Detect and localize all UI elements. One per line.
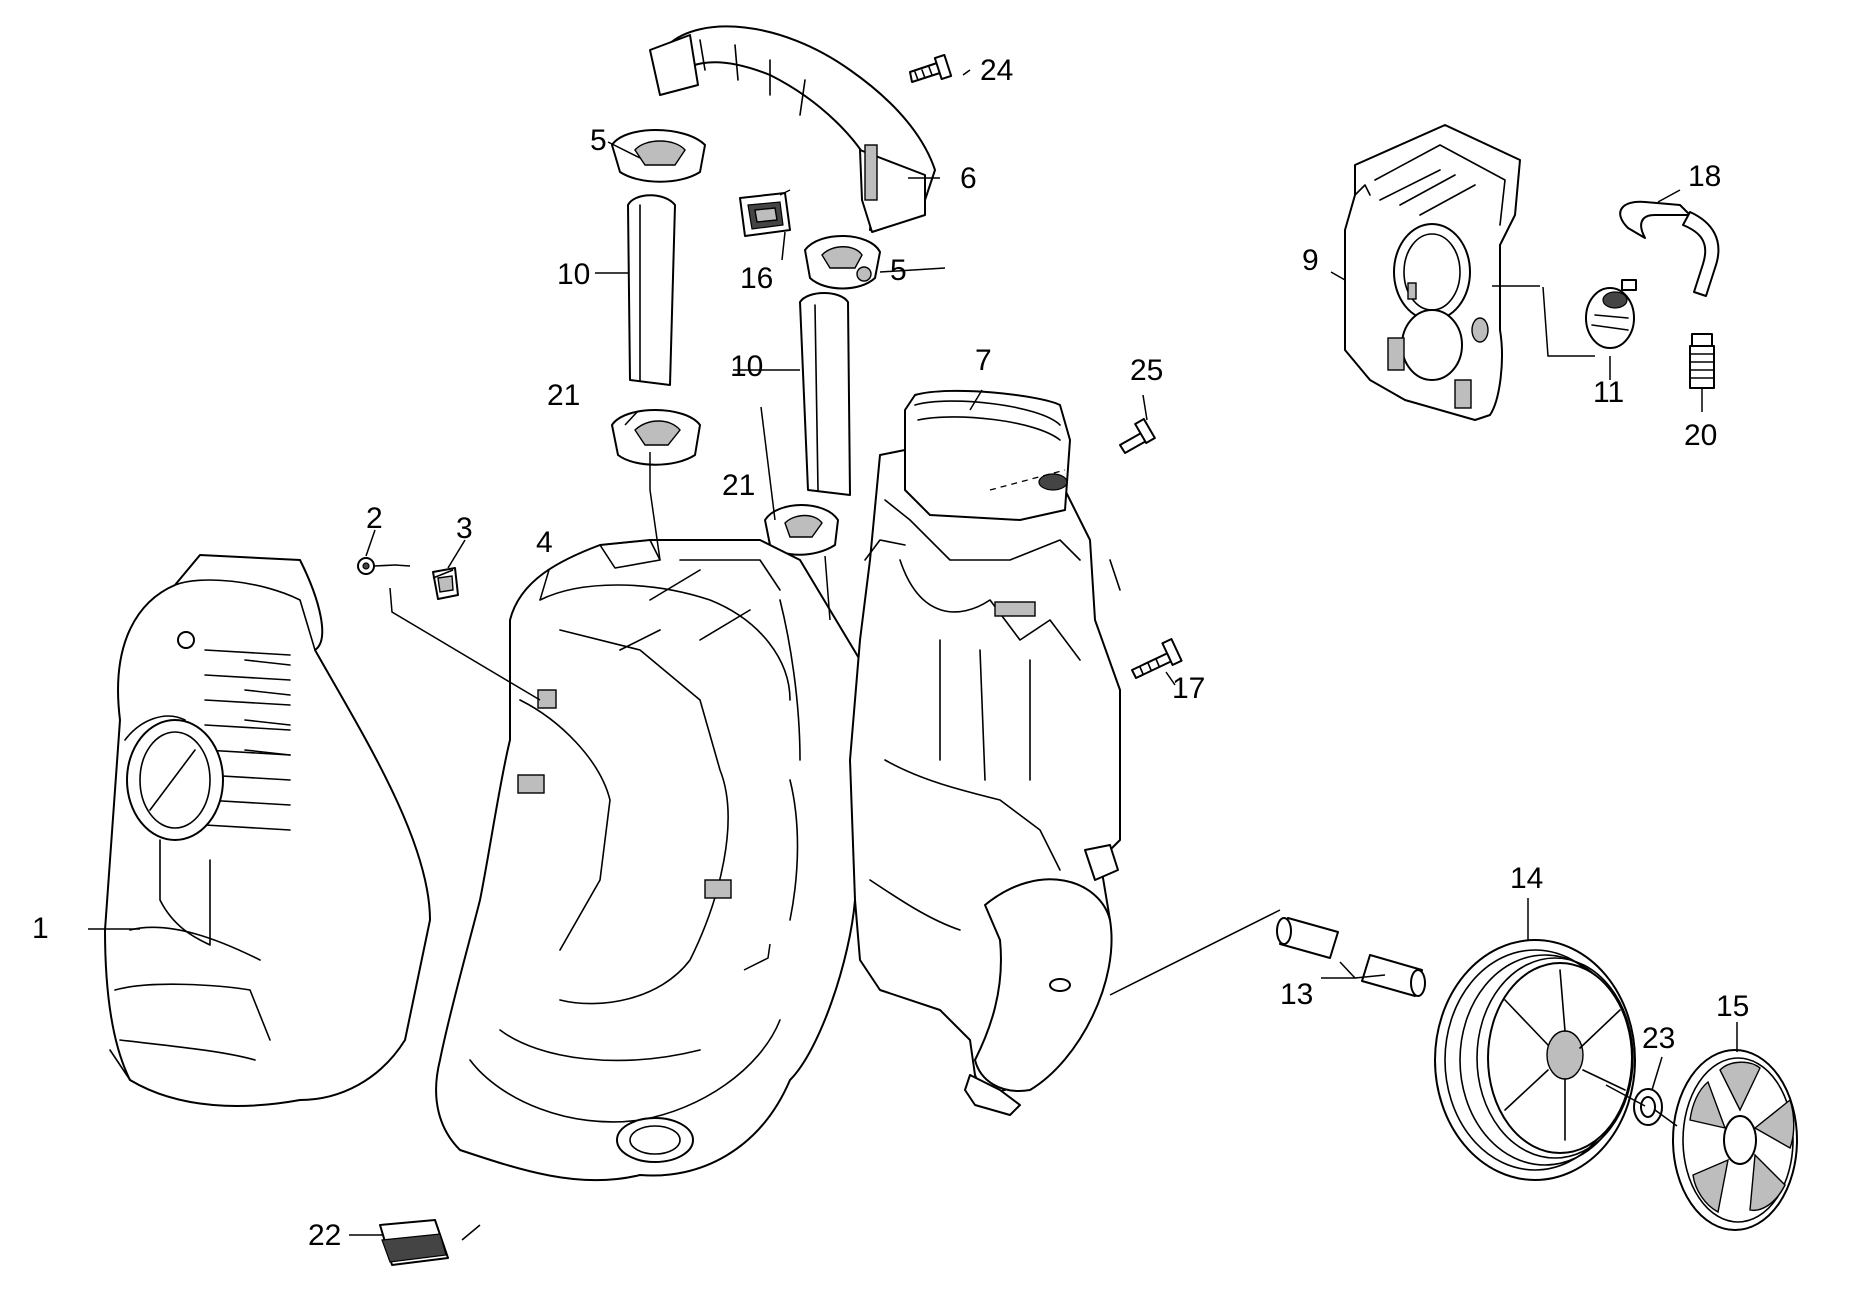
- callout-23: 23: [1642, 1022, 1675, 1055]
- handle-part: [649, 25, 936, 233]
- callout-18: 18: [1688, 160, 1721, 193]
- rear-panel-part: [1344, 124, 1521, 421]
- callout-15: 15: [1716, 990, 1749, 1023]
- callout-21-right: 21: [722, 469, 755, 502]
- callout-10-right: 10: [730, 350, 763, 383]
- axle-pin-lower: [1361, 954, 1426, 997]
- hose-part: [1619, 200, 1720, 297]
- screw-24: [909, 53, 953, 83]
- callout-13: 13: [1280, 978, 1313, 1011]
- callout-3: 3: [456, 512, 473, 545]
- callout-16: 16: [740, 262, 773, 295]
- callout-25: 25: [1130, 354, 1163, 387]
- callout-20: 20: [1684, 419, 1717, 452]
- callout-2: 2: [366, 502, 383, 535]
- callout-11: 11: [1593, 376, 1624, 409]
- small-button-part: [379, 1219, 449, 1266]
- lower-sleeve-left: [611, 409, 701, 466]
- filter-part: [1689, 333, 1715, 389]
- screw-25: [1119, 417, 1156, 454]
- callout-14: 14: [1510, 862, 1543, 895]
- callout-24: 24: [980, 54, 1013, 87]
- clip-part: [739, 192, 791, 237]
- callout-5-lower: 5: [890, 254, 907, 287]
- callout-17: 17: [1172, 672, 1205, 705]
- screw-17: [1131, 638, 1183, 679]
- callout-21-left: 21: [547, 379, 580, 412]
- tube-right: [799, 292, 851, 496]
- callout-5-upper: 5: [590, 124, 607, 157]
- rear-frame-part: [849, 389, 1121, 1116]
- washer-part: [1633, 1088, 1663, 1126]
- connector-part: [1585, 279, 1637, 349]
- hubcap-part: [1672, 1049, 1798, 1231]
- callout-10-left: 10: [557, 258, 590, 291]
- callout-1: 1: [32, 912, 49, 945]
- axle-pin-upper: [1276, 917, 1339, 959]
- wheel-part: [1434, 939, 1636, 1181]
- sleeve-top-left: [611, 129, 706, 183]
- front-cover-part: [104, 554, 431, 1107]
- callout-7: 7: [975, 344, 992, 377]
- screw-2: [357, 557, 396, 575]
- small-clip-part: [432, 567, 459, 600]
- callout-9: 9: [1302, 244, 1319, 277]
- callout-4: 4: [536, 526, 553, 559]
- main-housing-part: [435, 539, 864, 1182]
- tube-left: [627, 194, 676, 386]
- leader-lines: [88, 69, 1738, 1241]
- callout-22: 22: [308, 1219, 341, 1252]
- callout-6: 6: [960, 162, 977, 195]
- sleeve-top-right: [804, 235, 881, 290]
- lower-sleeve-right: [764, 504, 839, 556]
- callout-labels: 1 2 3 4 5 5 6 7 9 10 10 11 13 14 15 16 1…: [32, 54, 1749, 1252]
